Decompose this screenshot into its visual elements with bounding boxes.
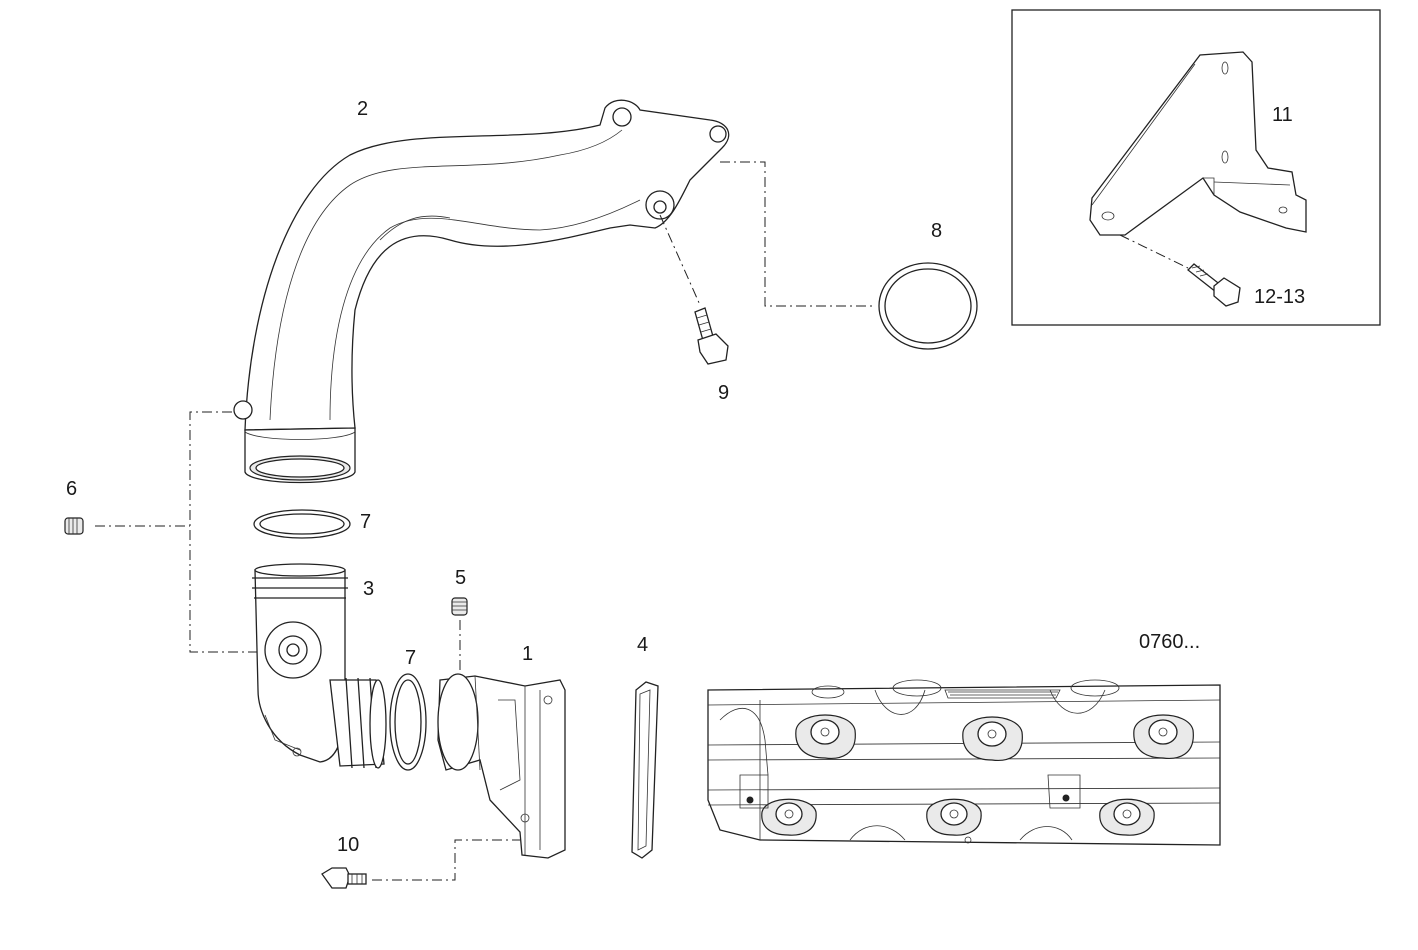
callout-3: 3	[363, 578, 375, 600]
leader-10	[372, 839, 520, 881]
part-5-plug[interactable]	[451, 597, 468, 616]
part-3-elbow-connector[interactable]	[252, 563, 387, 769]
part-4-gasket[interactable]	[631, 681, 659, 859]
part-6-plug[interactable]	[64, 517, 84, 535]
part-2-intake-pipe[interactable]	[233, 99, 730, 484]
callout-2: 2	[357, 98, 369, 120]
callout-10: 10	[337, 834, 360, 856]
callout-4: 4	[637, 634, 649, 656]
drawing-reference: 0760...	[1139, 631, 1201, 653]
part-11-bracket[interactable]	[1089, 51, 1307, 236]
part-12-13-bolt[interactable]	[1187, 263, 1241, 307]
callout-6: 6	[66, 478, 78, 500]
part-10-bolt[interactable]	[321, 867, 367, 889]
callout-5: 5	[455, 567, 467, 589]
callout-7-top: 7	[360, 511, 372, 533]
leader-9	[659, 214, 701, 306]
leader-12-13	[1119, 234, 1189, 269]
callout-12-13: 12-13	[1254, 286, 1306, 308]
cylinder-head-manifold	[707, 679, 1221, 846]
callout-1: 1	[522, 643, 534, 665]
callout-7-side: 7	[405, 647, 417, 669]
part-7-o-ring-side[interactable]	[389, 673, 427, 771]
part-1-flange-housing[interactable]	[437, 673, 566, 859]
callout-8: 8	[931, 220, 943, 242]
part-7-o-ring-top[interactable]	[253, 509, 351, 539]
part-8-seal-ring[interactable]	[878, 262, 978, 350]
detail-inset-frame	[1011, 9, 1381, 326]
callout-9: 9	[718, 382, 730, 404]
part-9-bolt[interactable]	[694, 307, 729, 365]
callout-11: 11	[1272, 104, 1293, 126]
leader-6-frame	[189, 411, 280, 653]
leader-8	[720, 161, 876, 307]
